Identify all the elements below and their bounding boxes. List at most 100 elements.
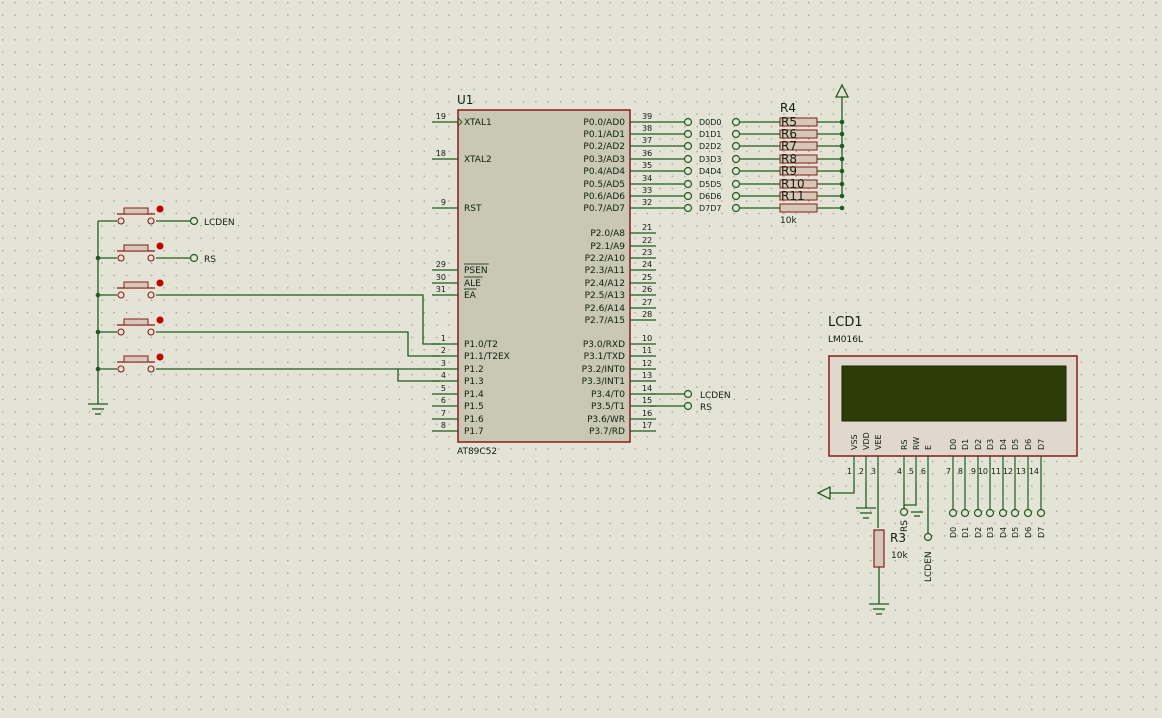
resistor-terminal-6-icon[interactable] bbox=[731, 191, 741, 201]
lcd-screen bbox=[841, 365, 1067, 422]
junction-icon bbox=[95, 366, 101, 372]
push-button-5[interactable] bbox=[95, 353, 164, 373]
terminal-rs-icon[interactable] bbox=[683, 401, 693, 411]
lcd-ground-icon bbox=[856, 507, 876, 519]
switch-terminal-lcden-icon[interactable] bbox=[189, 216, 199, 226]
lcd-pin-number-8: 8 bbox=[958, 467, 963, 476]
data-terminal-0-icon[interactable] bbox=[683, 117, 693, 127]
mcu-pin-15-number: 15 bbox=[642, 396, 652, 405]
resistor-terminal-1-icon[interactable] bbox=[731, 129, 741, 139]
resistor-terminal-2-icon[interactable] bbox=[731, 141, 741, 151]
data-terminal-3-icon[interactable] bbox=[683, 154, 693, 164]
lcd-data-terminal-7-label: D7 bbox=[1037, 527, 1046, 538]
resistor-r3[interactable] bbox=[873, 529, 885, 568]
data-terminal-5-icon[interactable] bbox=[683, 179, 693, 189]
lcd-pin-name-D2: D2 bbox=[974, 439, 983, 450]
data-terminal-7-icon[interactable] bbox=[683, 203, 693, 213]
data-terminal-6-icon[interactable] bbox=[683, 191, 693, 201]
resistor-network-value: 10k bbox=[780, 216, 797, 226]
button-contact-icon bbox=[147, 291, 155, 299]
resistor-ref-R9: R9 bbox=[781, 164, 797, 178]
switch-terminal-lcden-label: LCDEN bbox=[204, 218, 235, 228]
mcu-pin-39-name: P0.0/AD0 bbox=[583, 118, 625, 128]
button-contact-icon bbox=[147, 365, 155, 373]
wire-vdd bbox=[830, 482, 855, 494]
mcu-ref-label: U1 bbox=[457, 93, 473, 107]
lcd-data-terminal-2-icon[interactable] bbox=[973, 508, 983, 518]
mcu-pin-30-name: ALE bbox=[464, 279, 481, 289]
mcu-pin-6-number: 6 bbox=[441, 396, 446, 405]
switch-terminal-rs-icon[interactable] bbox=[189, 253, 199, 263]
resistor-terminal-7-icon[interactable] bbox=[731, 203, 741, 213]
mcu-pin-24-number: 24 bbox=[642, 260, 652, 269]
mcu-pin-18-name: XTAL2 bbox=[464, 155, 492, 165]
lcd-data-terminal-3-label: D3 bbox=[986, 527, 995, 538]
mcu-pin-6-name: P1.5 bbox=[464, 402, 484, 412]
button-cap bbox=[123, 318, 149, 326]
mcu-pin-13-number: 13 bbox=[642, 371, 652, 380]
lcd-data-terminal-0-icon[interactable] bbox=[948, 508, 958, 518]
lcd-module[interactable]: LCD1 LM016L VSS1VDD2VEE3RS4RW5E6D07D18D2… bbox=[816, 315, 1078, 615]
mcu-pin-11-number: 11 bbox=[642, 346, 652, 355]
resistor-terminal-3-icon[interactable] bbox=[731, 154, 741, 164]
lcd-pin-name-RW: RW bbox=[912, 437, 921, 450]
lcd-data-terminal-3-icon[interactable] bbox=[985, 508, 995, 518]
mcu-pin-23-number: 23 bbox=[642, 248, 652, 257]
mcu-pin-32-number: 32 bbox=[642, 198, 652, 207]
push-button-1[interactable] bbox=[98, 205, 164, 225]
rw-ground-icon bbox=[911, 511, 923, 517]
lcd-terminal-rs-icon[interactable] bbox=[899, 507, 909, 517]
mcu-pin-1-name: P1.0/T2 bbox=[464, 340, 498, 350]
button-cap bbox=[123, 281, 149, 289]
lcd-data-terminal-1-icon[interactable] bbox=[960, 508, 970, 518]
mcu-pin-30-number: 30 bbox=[436, 273, 446, 282]
lcd-data-terminal-7-icon[interactable] bbox=[1036, 508, 1046, 518]
push-button-3[interactable] bbox=[95, 279, 164, 299]
terminal-lcden-icon[interactable] bbox=[683, 389, 693, 399]
mcu-pin-28-number: 28 bbox=[642, 310, 652, 319]
mcu-pin-24-name: P2.3/A11 bbox=[585, 266, 625, 276]
button-contact-icon bbox=[147, 254, 155, 262]
resistor-terminal-5-icon[interactable] bbox=[731, 179, 741, 189]
push-buttons[interactable]: LCDEN RS bbox=[88, 205, 440, 415]
lcd-data-terminal-5-icon[interactable] bbox=[1010, 508, 1020, 518]
mcu-pin-3-number: 3 bbox=[441, 359, 446, 368]
data-terminal-1-icon[interactable] bbox=[683, 129, 693, 139]
resistor-7[interactable] bbox=[779, 203, 818, 213]
data-terminal-5-label: D5D5 bbox=[699, 180, 722, 189]
r3-ref-label: R3 bbox=[890, 531, 906, 545]
mcu-left-pins: 19XTAL118XTAL29RST29PSEN30ALE31EA1P1.0/T… bbox=[432, 112, 510, 437]
mcu-pin-5-number: 5 bbox=[441, 384, 446, 393]
resistor-terminal-4-icon[interactable] bbox=[731, 166, 741, 176]
lcd-pin-name-D4: D4 bbox=[999, 439, 1008, 450]
wire-button4-p11 bbox=[160, 331, 440, 357]
push-button-2[interactable] bbox=[95, 242, 164, 262]
lcd-data-terminal-6-icon[interactable] bbox=[1023, 508, 1033, 518]
mcu-u1[interactable]: U1 AT89C52 19XTAL118XTAL29RST29PSEN30ALE… bbox=[432, 93, 656, 457]
mcu-pin-37-name: P0.2/AD2 bbox=[583, 142, 625, 152]
push-button-4[interactable] bbox=[95, 316, 164, 336]
lcd-pin-name-VEE: VEE bbox=[874, 434, 883, 450]
mcu-pin-2-number: 2 bbox=[441, 346, 446, 355]
mcu-body[interactable] bbox=[457, 109, 631, 443]
lcd-pin-number-12: 12 bbox=[1003, 467, 1013, 476]
data-terminal-2-icon[interactable] bbox=[683, 141, 693, 151]
mcu-pin-29-number: 29 bbox=[436, 260, 446, 269]
lcd-data-terminal-4-icon[interactable] bbox=[998, 508, 1008, 518]
data-terminal-1-label: D1D1 bbox=[699, 130, 722, 139]
lcd-pin-name-RS: RS bbox=[900, 439, 909, 450]
button-cap bbox=[123, 207, 149, 215]
mcu-pin-32-name: P0.7/AD7 bbox=[583, 204, 625, 214]
mcu-pin-14-name: P3.4/T0 bbox=[591, 390, 625, 400]
lcd-terminal-e-icon[interactable] bbox=[923, 532, 933, 542]
mcu-pin-4-number: 4 bbox=[441, 371, 446, 380]
data-terminal-4-icon[interactable] bbox=[683, 166, 693, 176]
resistor-terminal-0-icon[interactable] bbox=[731, 117, 741, 127]
data-terminal-3-label: D3D3 bbox=[699, 155, 722, 164]
mcu-pin-5-name: P1.4 bbox=[464, 390, 484, 400]
mcu-pin-18-number: 18 bbox=[436, 149, 446, 158]
mcu-pin-38-number: 38 bbox=[642, 124, 652, 133]
